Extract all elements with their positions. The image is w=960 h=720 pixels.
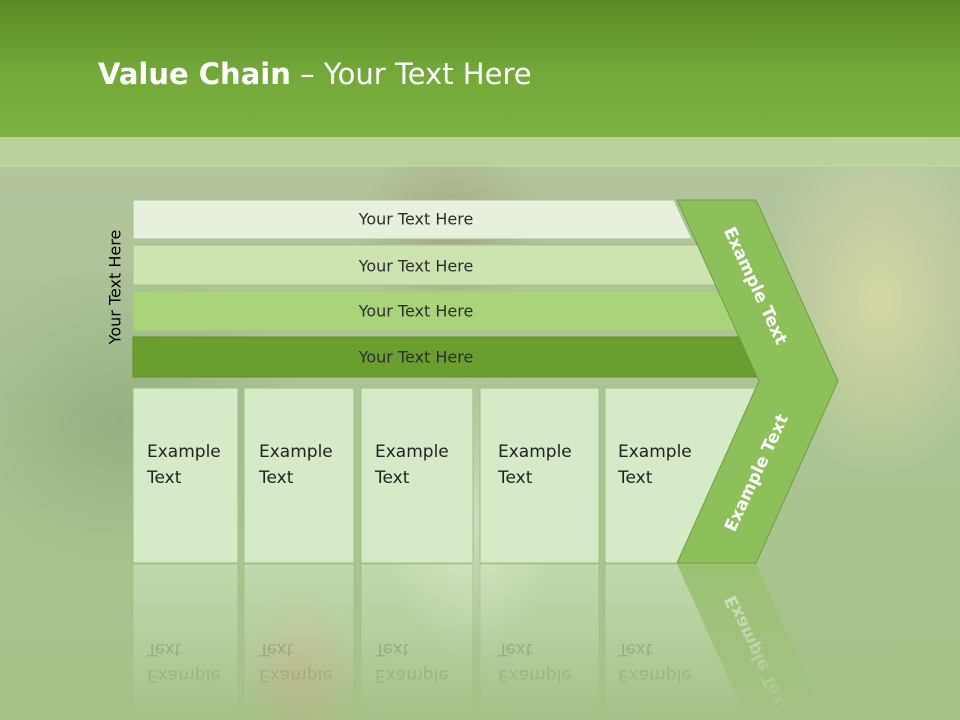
cell-4-line2: Text [497, 468, 533, 488]
title-rest: – Your Text Here [290, 57, 532, 91]
cell-1-line1: Example [147, 442, 221, 462]
cell-3-box [360, 387, 474, 564]
bar-4[interactable]: Your Text Here [132, 336, 765, 378]
bar-group: Your Text Here Your Text Here Your Text … [132, 199, 765, 378]
chevron-arrow[interactable]: Example Text Example Text [676, 199, 839, 564]
cell-2-box [243, 387, 355, 564]
cell-1-line2: Text [146, 468, 182, 488]
reflection-cell-4-line1: Example [498, 665, 572, 685]
reflection-cell-1-line2: Text [146, 639, 182, 659]
reflection-cell-2-line1: Example [259, 665, 333, 685]
reflection-cell-4-line2: Text [497, 639, 533, 659]
bar-4-label: Your Text Here [358, 348, 474, 367]
cell-2-line2: Text [258, 468, 294, 488]
title-bold: Value Chain [98, 57, 291, 91]
cell-2[interactable]: Example Text [243, 387, 355, 564]
bar-2[interactable]: Your Text Here [132, 244, 717, 286]
cell-4-box [479, 387, 600, 564]
header-strip [0, 137, 960, 167]
cell-2-line1: Example [259, 442, 333, 462]
cell-1[interactable]: Example Text [132, 387, 239, 564]
bar-1-shape [132, 199, 693, 240]
bar-1-label: Your Text Here [358, 210, 474, 229]
cell-5-line1: Example [618, 442, 692, 462]
header-band [0, 0, 960, 137]
reflection-cell-5-line2: Text [617, 639, 653, 659]
reflection: Text Example Text Example Text Example T… [132, 563, 827, 720]
reflection-cell-2-line2: Text [258, 639, 294, 659]
reflection-cell-1-line1: Example [147, 665, 221, 685]
cell-3-line2: Text [374, 468, 410, 488]
chevron-shape [676, 199, 839, 564]
bar-1[interactable]: Your Text Here [132, 199, 693, 240]
slide-title: Value Chain – Your Text Here [98, 52, 532, 96]
cell-4[interactable]: Example Text [479, 387, 600, 564]
reflection-cell-3-line2: Text [374, 639, 410, 659]
cell-1-box [132, 387, 239, 564]
cell-4-line1: Example [498, 442, 572, 462]
bar-3-label: Your Text Here [358, 302, 474, 321]
cell-3[interactable]: Example Text [360, 387, 474, 564]
bar-2-label: Your Text Here [358, 257, 474, 276]
reflection-cell-3-line1: Example [375, 665, 449, 685]
cell-3-line1: Example [375, 442, 449, 462]
reflection-cell-5-line1: Example [618, 665, 692, 685]
bar-3[interactable]: Your Text Here [132, 290, 741, 332]
cell-group: Example Text Example Text Example Text E… [132, 387, 761, 564]
cell-5-line2: Text [617, 468, 653, 488]
